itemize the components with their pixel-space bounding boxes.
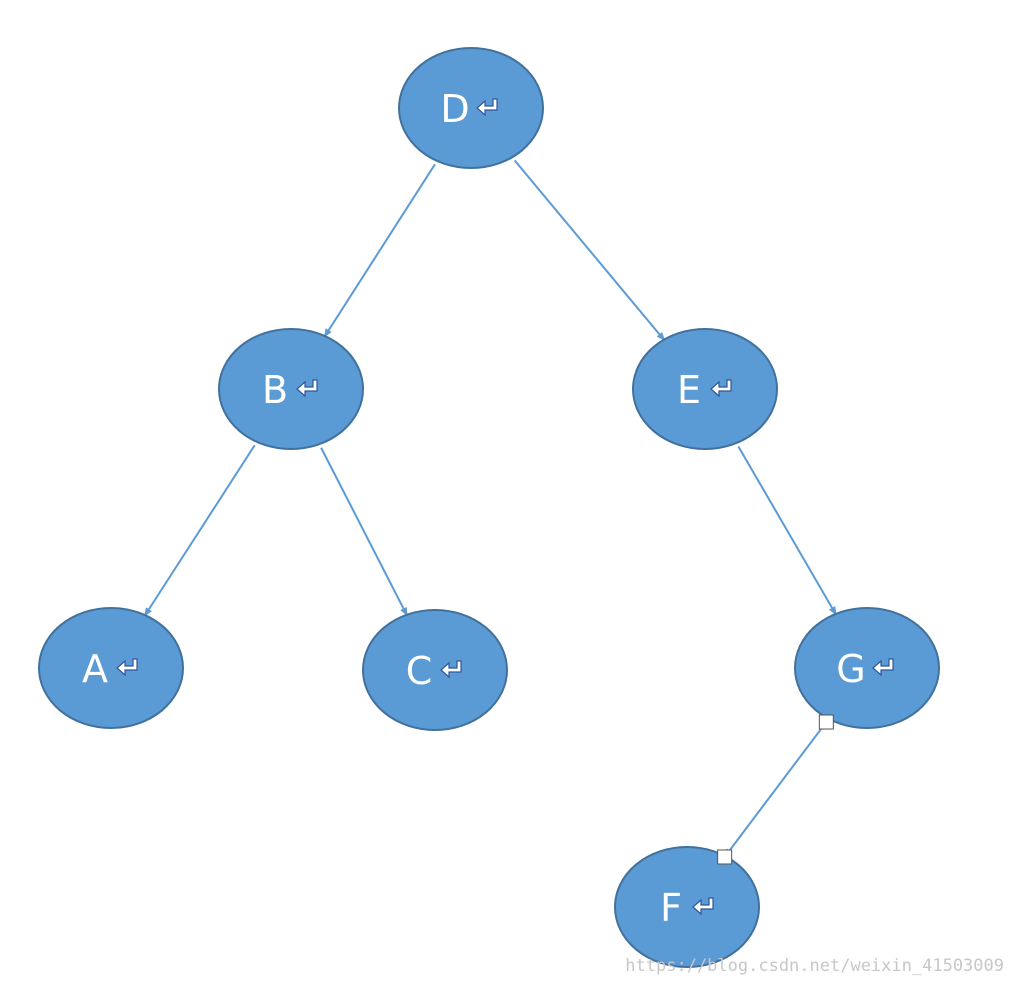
edge-G-F[interactable] bbox=[723, 721, 828, 858]
return-mark-icon bbox=[296, 379, 318, 398]
edge-B-A[interactable] bbox=[143, 444, 256, 617]
node-c[interactable]: C bbox=[362, 609, 508, 731]
edges-layer bbox=[143, 159, 838, 858]
edge-D-E[interactable] bbox=[513, 159, 666, 342]
nodes-layer: D B E A C G F bbox=[38, 47, 940, 968]
node-e-shape bbox=[632, 328, 778, 450]
node-b[interactable]: B bbox=[218, 328, 364, 450]
return-mark-icon bbox=[440, 660, 462, 679]
return-mark-icon bbox=[116, 658, 138, 677]
edge-B-C[interactable] bbox=[320, 447, 409, 617]
edge-end-handle[interactable] bbox=[717, 849, 733, 865]
node-a-shape bbox=[38, 607, 184, 729]
node-e-label: E bbox=[677, 368, 701, 412]
node-c-label: C bbox=[406, 649, 433, 693]
return-mark-icon bbox=[710, 379, 732, 398]
return-mark-icon bbox=[692, 897, 714, 916]
node-a-label: A bbox=[82, 647, 108, 691]
edge-D-B[interactable] bbox=[323, 163, 436, 338]
return-mark-icon bbox=[476, 98, 498, 117]
node-f[interactable]: F bbox=[614, 846, 760, 968]
node-d-shape bbox=[398, 47, 544, 169]
node-b-shape bbox=[218, 328, 364, 450]
node-g-shape bbox=[794, 607, 940, 729]
node-f-label: F bbox=[660, 886, 682, 930]
node-c-shape bbox=[362, 609, 508, 731]
selection-handles bbox=[717, 714, 834, 865]
node-e[interactable]: E bbox=[632, 328, 778, 450]
edge-E-G[interactable] bbox=[737, 445, 838, 616]
return-mark-icon bbox=[872, 658, 894, 677]
node-b-label: B bbox=[262, 368, 288, 412]
node-d[interactable]: D bbox=[398, 47, 544, 169]
edge-start-handle[interactable] bbox=[818, 714, 834, 730]
node-a[interactable]: A bbox=[38, 607, 184, 729]
node-g[interactable]: G bbox=[794, 607, 940, 729]
node-g-label: G bbox=[836, 647, 865, 691]
node-f-shape bbox=[614, 846, 760, 968]
node-d-label: D bbox=[440, 87, 469, 131]
